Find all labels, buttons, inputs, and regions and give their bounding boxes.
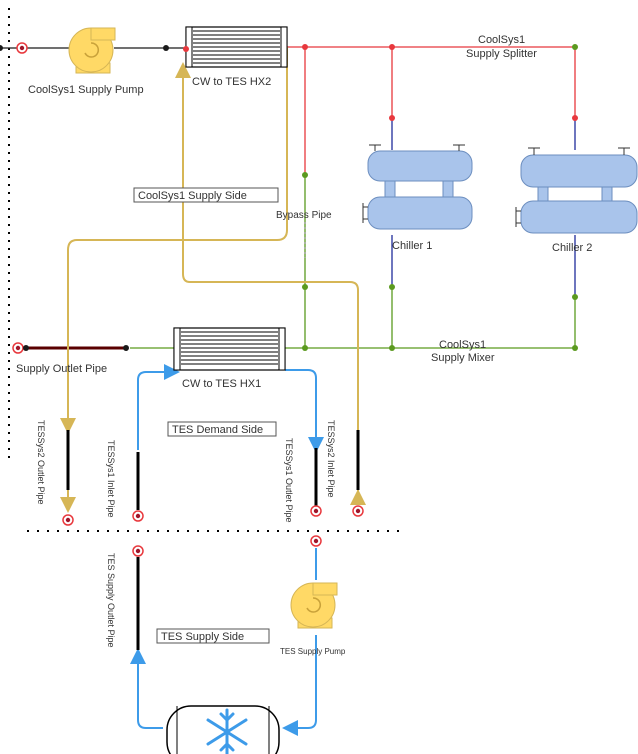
supply-outlet-label: Supply Outlet Pipe: [16, 363, 107, 375]
supply-pump-icon[interactable]: [68, 27, 116, 74]
chiller2-icon[interactable]: [515, 147, 638, 234]
tes-demand-label: TES Demand Side: [172, 424, 263, 436]
supply-side-label: CoolSys1 Supply Side: [138, 190, 247, 202]
mixer-label-line2: Supply Mixer: [431, 352, 495, 364]
nodes: [0, 42, 578, 557]
bypass-label: Bypass Pipe: [276, 210, 332, 221]
chiller2-label: Chiller 2: [552, 242, 592, 254]
hx2-heat-exchanger-icon[interactable]: [185, 26, 288, 68]
supply-side-box: [133, 187, 279, 203]
hx2-label: CW to TES HX2: [192, 76, 271, 88]
hx1-label: CW to TES HX1: [182, 378, 261, 390]
coolsys-supply-side-gold: [60, 47, 366, 513]
tes-demand-blue: [130, 364, 324, 736]
splitter-label-line2: Supply Splitter: [466, 48, 537, 60]
mixer-label-line1: CoolSys1: [439, 339, 486, 351]
hx1-heat-exchanger-icon[interactable]: [173, 327, 286, 371]
tessys1-outlet-label: TESSys1 Outlet Pipe: [284, 438, 294, 523]
tes-supply-outlet-label: TES Supply Outlet Pipe: [106, 553, 116, 648]
tes-supply-pump-icon[interactable]: [290, 582, 338, 629]
supply-header-red: [287, 46, 576, 175]
tessys2-inlet-label: TESSys2 Inlet Pipe: [326, 420, 336, 498]
tes-supply-pump-label: TES Supply Pump: [280, 647, 346, 656]
chiller1-icon[interactable]: [362, 144, 473, 230]
chiller-inlets-navy: [391, 118, 576, 297]
tessys2-outlet-label: TESSys2 Outlet Pipe: [36, 420, 46, 505]
chiller1-label: Chiller 1: [392, 240, 432, 252]
tessys1-inlet-label: TESSys1 Inlet Pipe: [106, 440, 116, 518]
snowflake-icon: [206, 708, 248, 754]
tes-supply-box: [156, 628, 270, 644]
tes-pipes-black: [66, 430, 360, 650]
tes-supply-label: TES Supply Side: [161, 631, 244, 643]
tes-demand-box: [167, 421, 277, 437]
splitter-label-line1: CoolSys1: [478, 34, 525, 46]
supply-pump-label: CoolSys1 Supply Pump: [28, 84, 144, 96]
